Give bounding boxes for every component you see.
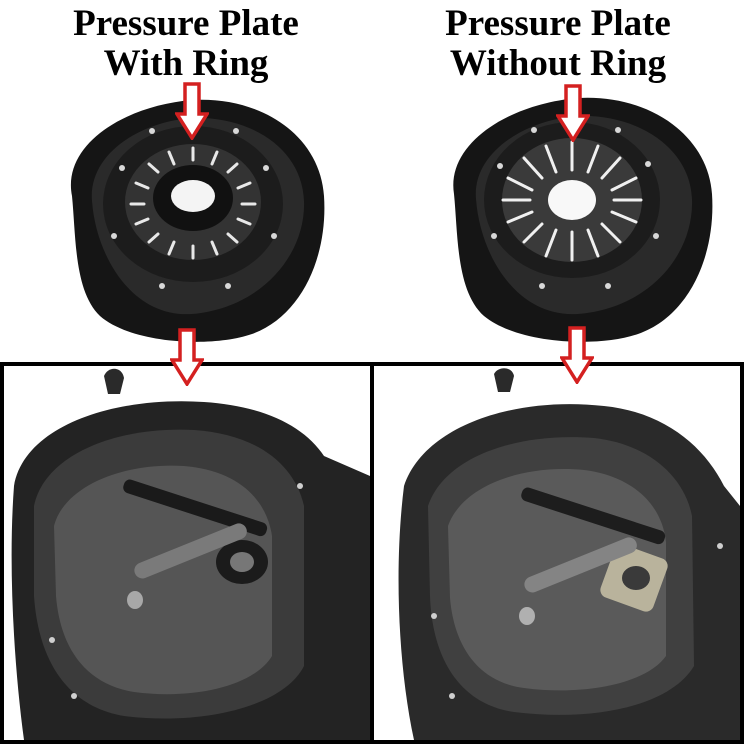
transaxle-bellhousing-icon	[4, 366, 370, 740]
title-without-ring-line1: Pressure Plate	[445, 3, 671, 44]
red-down-arrow-icon	[175, 82, 209, 140]
title-with-ring: Pressure Plate With Ring	[0, 4, 372, 84]
pressure-plate-with-ring-icon	[70, 99, 325, 342]
pressure-plate-without-ring-icon	[453, 97, 713, 342]
red-down-arrow-icon	[556, 84, 590, 142]
photo-transaxle-without-ring	[370, 362, 744, 744]
transaxle-bellhousing-icon	[374, 366, 740, 740]
title-without-ring: Pressure Plate Without Ring	[372, 4, 744, 84]
title-with-ring-line1: Pressure Plate	[73, 3, 299, 44]
red-down-arrow-icon	[560, 326, 594, 384]
red-down-arrow-icon	[170, 328, 204, 386]
title-without-ring-line2: Without Ring	[449, 43, 667, 84]
photo-transaxle-with-ring	[0, 362, 374, 744]
title-with-ring-line2: With Ring	[103, 43, 269, 84]
